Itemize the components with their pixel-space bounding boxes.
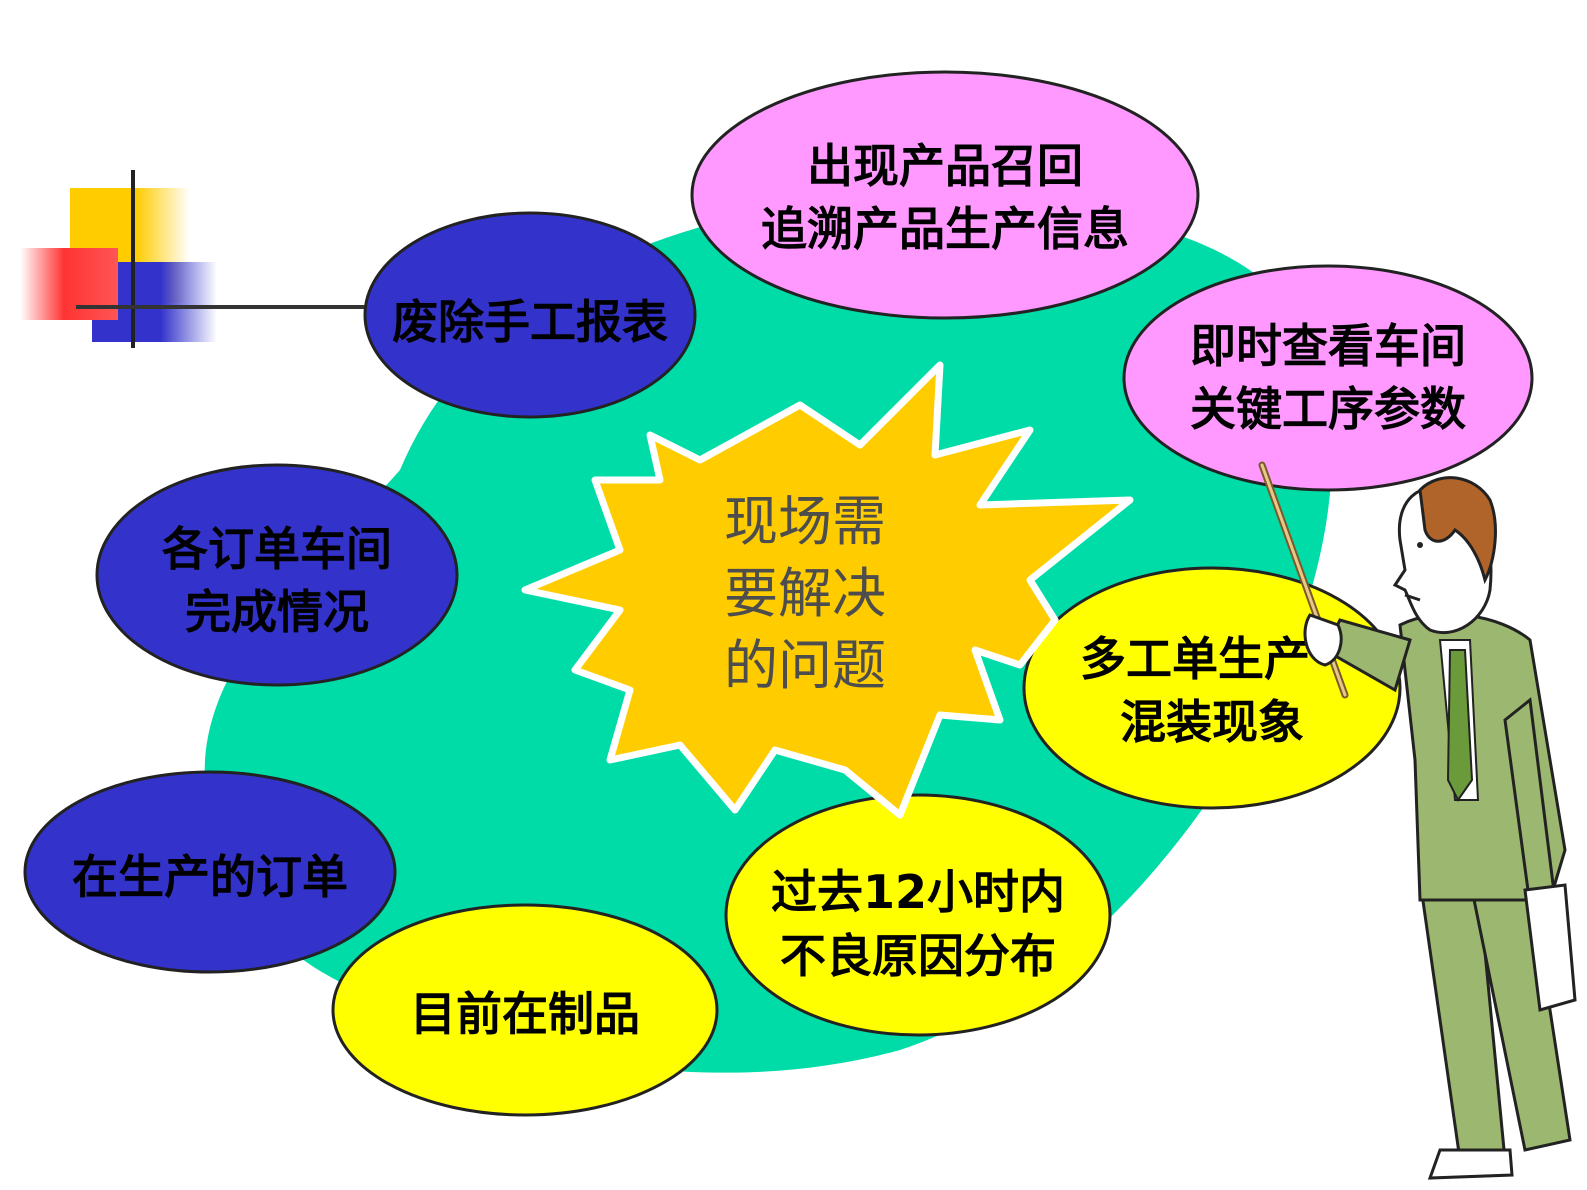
bubble-abolish-manual-reports-line-1: 废除手工报表 [392,295,668,349]
bubble-wip: 目前在制品 [331,903,719,1117]
presenter-with-pointer-icon [1258,461,1577,1180]
bubble-orders-in-production-line-1: 在生产的订单 [72,850,348,904]
bubble-workshop-parameters: 即时查看车间 关键工序参数 [1122,264,1534,492]
bubble-product-recall: 出现产品召回 追溯产品生产信息 [690,70,1200,320]
center-starburst: 现场需 要解决 的问题 [521,361,1134,819]
center-text-line-2: 要解决 [724,562,886,625]
bubble-order-completion: 各订单车间 完成情况 [95,463,459,687]
corner-squares-decoration-icon [20,170,380,348]
center-text-line-1: 现场需 [724,490,886,553]
bubble-order-completion-line-1: 各订单车间 [162,522,392,576]
bubble-mixed-assembly-line-2: 混装现象 [1120,695,1304,749]
bubble-defect-causes: 过去12小时内 不良原因分布 [724,793,1112,1037]
bubble-abolish-manual-reports: 废除手工报表 [363,211,697,419]
bubble-wip-line-1: 目前在制品 [410,987,640,1041]
bubble-order-completion-line-2: 完成情况 [185,585,369,639]
bubble-workshop-parameters-line-1: 即时查看车间 [1190,319,1466,373]
bubble-workshop-parameters-line-2: 关键工序参数 [1190,382,1466,436]
starburst-shape [521,361,1134,819]
bubble-defect-causes-line-2: 不良原因分布 [780,929,1056,983]
bubble-product-recall-line-2: 追溯产品生产信息 [761,202,1129,256]
bubble-defect-causes-line-1: 过去12小时内 [771,865,1065,919]
bubble-mixed-assembly-line-1: 多工单生产 [1080,632,1310,686]
bubble-orders-in-production: 在生产的订单 [23,770,397,974]
bubble-product-recall-line-1: 出现产品召回 [807,139,1083,193]
center-text-line-3: 的问题 [724,634,886,697]
